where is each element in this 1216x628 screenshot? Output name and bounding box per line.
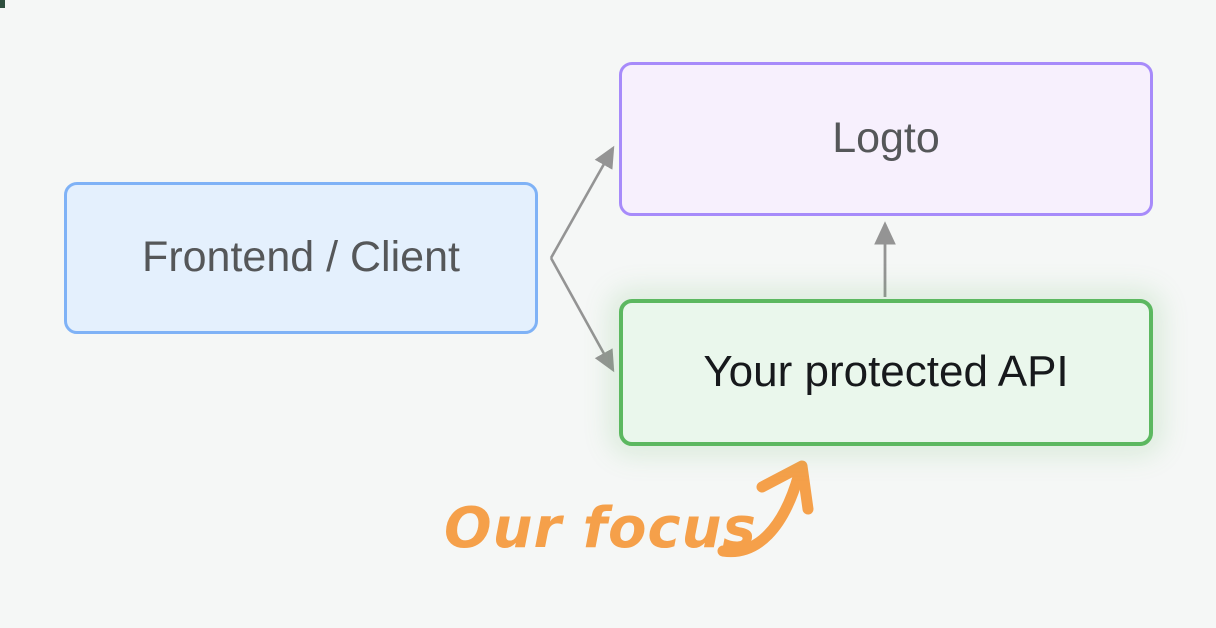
node-protected-api-label: Your protected API — [703, 347, 1069, 397]
node-frontend-client: Frontend / Client — [64, 182, 538, 334]
node-protected-api: Your protected API — [619, 299, 1153, 446]
node-logto-label: Logto — [832, 114, 940, 163]
edge-frontend-to-logto — [549, 145, 615, 259]
node-logto: Logto — [619, 62, 1153, 216]
focus-annotation-label: Our focus — [444, 496, 757, 561]
edge-frontend-to-api — [549, 257, 615, 373]
node-frontend-client-label: Frontend / Client — [142, 233, 460, 282]
corner-artifact — [0, 0, 5, 8]
